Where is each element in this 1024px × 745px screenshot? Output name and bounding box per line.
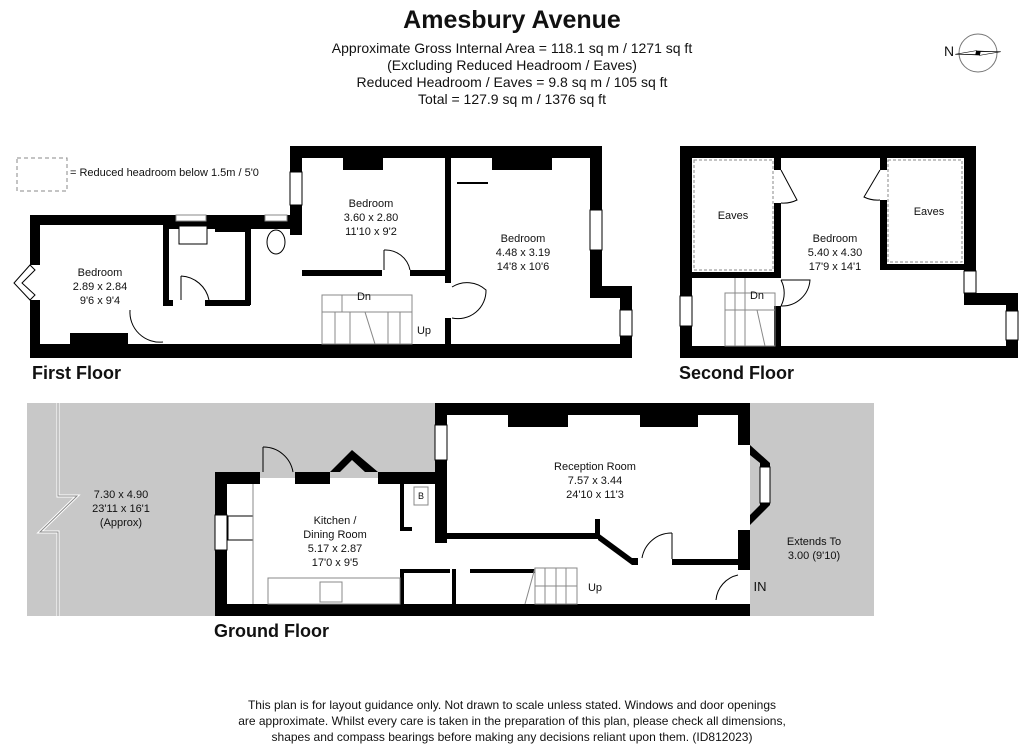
room-name: Kitchen / (314, 515, 358, 527)
room-name: Bedroom (78, 267, 123, 279)
room-name: Reception Room (554, 461, 636, 473)
room-imperial: 24'10 x 11'3 (566, 489, 624, 501)
eaves-label: Eaves (914, 206, 945, 218)
room-imperial: 17'0 x 9'5 (312, 557, 358, 569)
entrance-label: IN (754, 579, 767, 594)
disclaimer-line-3: shapes and compass bearings before makin… (271, 730, 753, 744)
ground-floor-labels: 7.30 x 4.90 23'11 x 16'1 (Approx) Kitche… (92, 461, 841, 594)
room-metric: 3.60 x 2.80 (344, 212, 398, 224)
gross-area-line: Approximate Gross Internal Area = 118.1 … (331, 40, 693, 56)
room-imperial: 9'6 x 9'4 (80, 295, 120, 307)
front-extends-value: 3.00 (9'10) (788, 550, 840, 562)
room-metric: 4.48 x 3.19 (496, 247, 550, 259)
room-imperial: 17'9 x 14'1 (809, 261, 862, 273)
garden-imperial: 23'11 x 16'1 (92, 503, 150, 515)
stairs-down-label: Dn (357, 291, 371, 303)
ground-floor-label: Ground Floor (214, 621, 329, 641)
room-metric: 2.89 x 2.84 (73, 281, 127, 293)
boiler-label: B (418, 491, 424, 501)
stairs-down-label: Dn (750, 290, 764, 302)
stairs-up-label: Up (588, 582, 602, 594)
plan-title: Amesbury Avenue (403, 6, 621, 34)
garden-metric: 7.30 x 4.90 (94, 489, 148, 501)
total-area-line: Total = 127.9 sq m / 1376 sq ft (418, 91, 606, 107)
second-floor-label: Second Floor (679, 363, 795, 383)
room-name-2: Dining Room (303, 529, 367, 541)
eaves-area-line: Reduced Headroom / Eaves = 9.8 sq m / 10… (356, 74, 668, 90)
disclaimer: This plan is for layout guidance only. N… (0, 697, 1024, 745)
room-name: Bedroom (349, 198, 394, 210)
room-metric: 7.57 x 3.44 (568, 475, 622, 487)
room-metric: 5.17 x 2.87 (308, 543, 362, 555)
garden-note: (Approx) (100, 517, 142, 529)
legend-text: = Reduced headroom below 1.5m / 5'0 (70, 167, 259, 179)
room-metric: 5.40 x 4.30 (808, 247, 862, 259)
disclaimer-line-1: This plan is for layout guidance only. N… (247, 698, 777, 712)
room-imperial: 14'8 x 10'6 (497, 261, 550, 273)
first-floor-plan (13, 146, 633, 358)
disclaimer-line-2: are approximate. Whilst every care is ta… (238, 714, 786, 728)
compass-north-label: N (944, 43, 955, 59)
eaves-label: Eaves (718, 210, 749, 222)
front-extends-label: Extends To (787, 536, 841, 548)
second-floor-labels: Eaves Eaves Bedroom 5.40 x 4.30 17'9 x 1… (718, 206, 945, 302)
first-floor-label: First Floor (32, 363, 121, 383)
second-floor-plan (679, 146, 1019, 358)
first-floor-labels: Bedroom 2.89 x 2.84 9'6 x 9'4 Bedroom 3.… (73, 198, 550, 337)
excluding-line: (Excluding Reduced Headroom / Eaves) (387, 57, 637, 73)
room-name: Bedroom (813, 233, 858, 245)
stairs-up-label: Up (417, 325, 431, 337)
room-name: Bedroom (501, 233, 546, 245)
room-imperial: 11'10 x 9'2 (345, 226, 397, 238)
ground-floor-plan (27, 403, 874, 616)
